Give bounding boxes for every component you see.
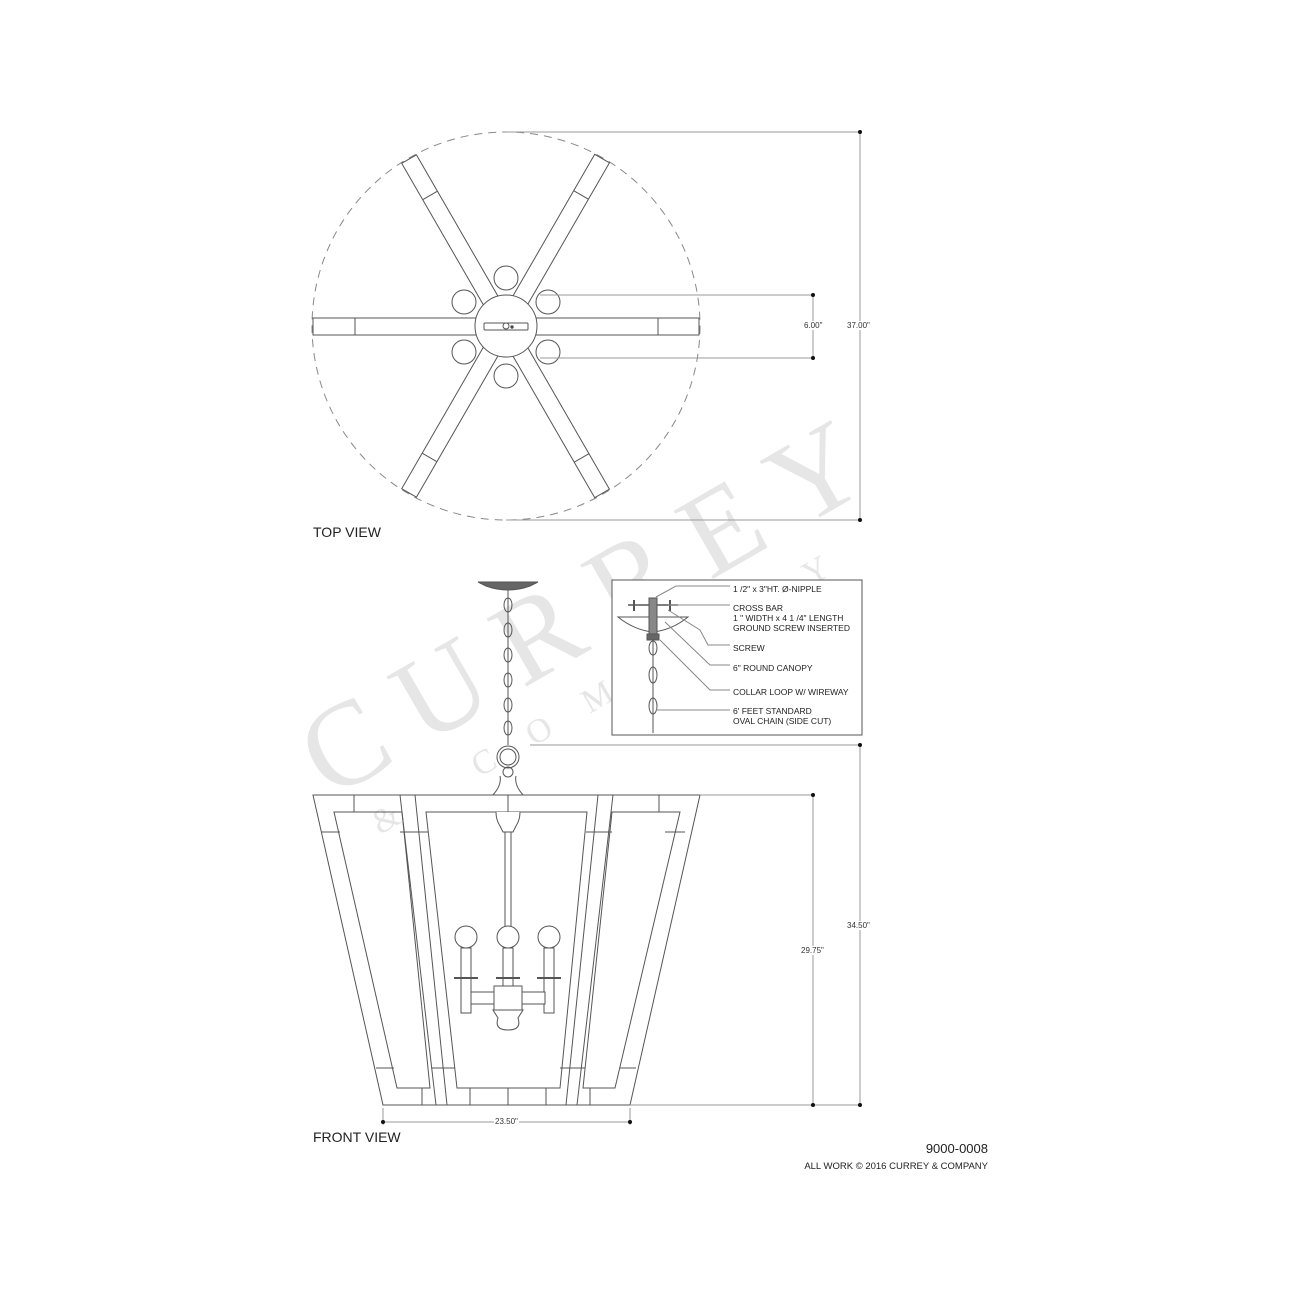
callout-text: 1 /2" x 3"HT. Ø-NIPPLE <box>733 584 822 594</box>
candle-cluster <box>454 925 561 1031</box>
callout-text: SCREW <box>733 643 765 653</box>
callout-text: CROSS BAR <box>733 603 784 613</box>
front-view-drawing <box>312 581 701 1106</box>
canopy-diameter-dimension: 6.00" <box>803 321 824 330</box>
front-view-label: FRONT VIEW <box>313 1129 401 1145</box>
bottom-width-dimension: 23.50" <box>494 1117 519 1126</box>
part-number: 9000-0008 <box>925 1141 988 1156</box>
callout-collar-loop: COLLAR LOOP W/ WIREWAY <box>733 687 849 697</box>
callout-text: COLLAR LOOP W/ WIREWAY <box>733 687 849 697</box>
callout-canopy: 6" ROUND CANOPY <box>733 663 813 673</box>
top-view-drawing <box>311 131 701 521</box>
callout-text: 6" ROUND CANOPY <box>733 663 813 673</box>
top-view-label: TOP VIEW <box>313 524 381 540</box>
callout-screw: SCREW <box>733 643 765 653</box>
callout-text: 6' FEET STANDARD <box>733 706 812 716</box>
hanging-detail-box <box>611 579 863 736</box>
callout-cross-bar: CROSS BAR 1 " WIDTH x 4 1 /4" LENGTH GRO… <box>733 603 850 633</box>
callout-text: 1 " WIDTH x 4 1 /4" LENGTH <box>733 613 844 623</box>
canopy-top <box>474 294 538 358</box>
overall-diameter-dimension: 37.00" <box>846 321 871 330</box>
callout-nipple: 1 /2" x 3"HT. Ø-NIPPLE <box>733 584 822 594</box>
overall-height-dimension: 34.50" <box>846 921 871 930</box>
copyright: ALL WORK © 2016 CURREY & COMPANY <box>804 1161 988 1172</box>
body-height-dimension: 29.75" <box>800 946 825 955</box>
callout-text: GROUND SCREW INSERTED <box>733 623 850 633</box>
chain <box>503 590 513 745</box>
bulbs-top <box>451 265 561 389</box>
callout-chain: 6' FEET STANDARD OVAL CHAIN (SIDE CUT) <box>733 706 831 726</box>
callout-text: OVAL CHAIN (SIDE CUT) <box>733 716 832 726</box>
